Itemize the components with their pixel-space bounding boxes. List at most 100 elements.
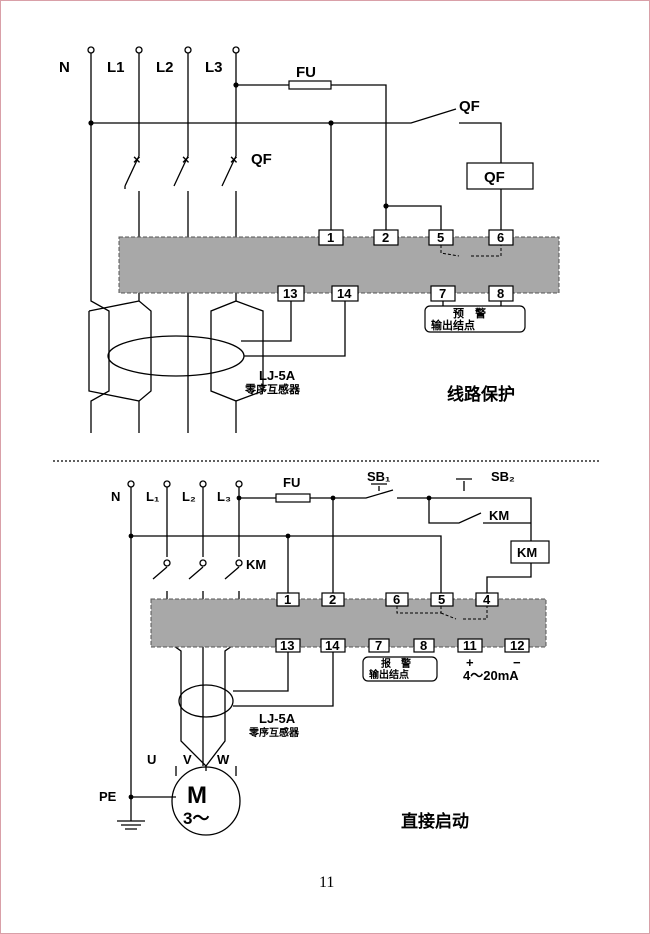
l1-branch xyxy=(88,300,140,312)
top-terminals_top-3: 6 xyxy=(497,230,504,245)
bottom-alarm_output-0: 报 警 xyxy=(381,657,411,670)
top-alarm_output-1: 输出结点 xyxy=(431,318,475,332)
n-bus xyxy=(91,108,457,124)
label-l2b: L₂ xyxy=(182,489,196,504)
qf-breaker-label: QF xyxy=(251,151,272,168)
bottom-terminals_bottom-3: 8 xyxy=(420,638,427,653)
bottom-motor_phases-2: W xyxy=(217,752,230,767)
qf-coil xyxy=(466,162,534,190)
ct-lead-14 xyxy=(244,301,346,357)
ct2-lead-14 xyxy=(233,652,334,707)
line-protection-diagram: N L1 L2 L3 × × × QF QF FU xyxy=(59,46,560,433)
km-hold-contact xyxy=(428,498,531,524)
terminal-l3 xyxy=(232,46,240,54)
pe-label: PE xyxy=(99,789,117,804)
conductor-l2 xyxy=(173,53,189,433)
terminal-1 xyxy=(318,229,344,246)
wire-to-t5 xyxy=(386,205,442,230)
label-l3: L3 xyxy=(205,59,223,76)
alarm-output-box-2 xyxy=(362,656,438,682)
fuse2-label: FU xyxy=(283,475,300,490)
label-l1b: L₁ xyxy=(146,489,159,504)
qf-switch-right xyxy=(459,122,502,163)
relay-contact-5-6 xyxy=(440,245,502,257)
fuse-fu xyxy=(288,80,332,90)
bottom-terminals_bottom-0: 13 xyxy=(280,638,294,653)
terminal-2 xyxy=(373,229,399,246)
analog-minus: − xyxy=(513,655,521,670)
bottom-terminals_top-1: 2 xyxy=(329,592,336,607)
top-terminals_top-1: 2 xyxy=(382,230,389,245)
bottom-terminals_top-0: 1 xyxy=(284,592,291,607)
km-main-label: KM xyxy=(246,557,266,572)
bottom-terminals_top-3: 5 xyxy=(438,592,445,607)
qf-x2: × xyxy=(182,152,190,167)
conductor-l1 xyxy=(124,53,152,433)
wire-to-t4 xyxy=(486,563,532,593)
label-n2: N xyxy=(111,489,120,504)
sb2-button xyxy=(456,478,472,491)
relay-contacts-2 xyxy=(396,606,488,620)
direct-start-diagram: N L₁ L₂ L₃ PE KM FU SB₁ SB₂ xyxy=(99,469,550,836)
bottom-terminals_bottom-4: 11 xyxy=(463,638,477,653)
caption-direct-start: 直接启动 xyxy=(401,811,469,832)
ct-model: LJ-5A xyxy=(259,368,296,383)
terminal-l2 xyxy=(184,46,192,54)
top-terminals_bottom-1: 14 xyxy=(337,286,352,301)
sb1-label: SB₁ xyxy=(367,469,390,484)
conductor-n xyxy=(90,53,110,433)
ct-ring-2 xyxy=(178,684,234,718)
fuse-fu2 xyxy=(275,493,311,503)
bottom-terminals_top-2: 6 xyxy=(393,592,400,607)
top-terminals_bottom-0: 13 xyxy=(283,286,297,301)
sb-line xyxy=(310,489,532,541)
label-l3b: L₃ xyxy=(217,489,231,504)
l1-branch-lower xyxy=(88,311,140,402)
motor-m: M xyxy=(187,782,207,809)
bottom-ct_model: LJ-5A xyxy=(259,711,296,726)
alarm-leads xyxy=(442,301,502,306)
sb2-label: SB₂ xyxy=(491,469,515,484)
fuse-label: FU xyxy=(296,64,316,81)
caption-line-protection: 线路保护 xyxy=(447,384,515,405)
top-alarm_output-0: 预 警 xyxy=(453,306,486,320)
top-terminals_bottom-2: 7 xyxy=(439,286,446,301)
top-terminals_top-2: 5 xyxy=(437,230,444,245)
l3-branch xyxy=(235,300,264,402)
ground-symbol xyxy=(117,820,145,830)
bottom-terminals_bottom-1: 14 xyxy=(325,638,340,653)
ct2-lead-13 xyxy=(233,652,289,692)
alarm-output-box xyxy=(424,305,526,333)
km-coil xyxy=(510,540,550,564)
n-bus2 xyxy=(131,535,442,593)
terminal-n xyxy=(87,46,95,54)
bottom-motor_phases-1: V xyxy=(183,752,192,767)
qf-x3: × xyxy=(230,152,238,167)
ct-lead-13 xyxy=(241,301,292,342)
ct-ring xyxy=(107,335,245,377)
analog-plus: + xyxy=(466,655,474,670)
motor-circle xyxy=(171,766,241,836)
bottom-ct_desc: 零序互感器 xyxy=(248,726,300,739)
motor-3: 3～ xyxy=(183,809,209,828)
page-number: 11 xyxy=(319,874,334,891)
ct-desc: 零序互感器 xyxy=(244,382,301,396)
bottom-terminals_top-4: 4 xyxy=(483,592,491,607)
bottom-alarm_output-1: 输出结点 xyxy=(369,668,409,681)
terminal-l1 xyxy=(135,46,143,54)
top-terminals_bottom-3: 8 xyxy=(497,286,504,301)
fuse-wire-right xyxy=(331,84,387,230)
km-contact-label: KM xyxy=(489,508,509,523)
label-l2: L2 xyxy=(156,59,174,76)
sb1-button xyxy=(371,483,387,491)
qf-coil-label: QF xyxy=(484,169,505,186)
bottom-terminals_bottom-2: 7 xyxy=(375,638,382,653)
km-coil-label: KM xyxy=(517,545,537,560)
qf-x1: × xyxy=(133,152,141,167)
label-n: N xyxy=(59,59,70,76)
bottom-terminals_bottom-5: 12 xyxy=(510,638,524,653)
label-l1: L1 xyxy=(107,59,125,76)
bottom-motor_phases-0: U xyxy=(147,752,156,767)
